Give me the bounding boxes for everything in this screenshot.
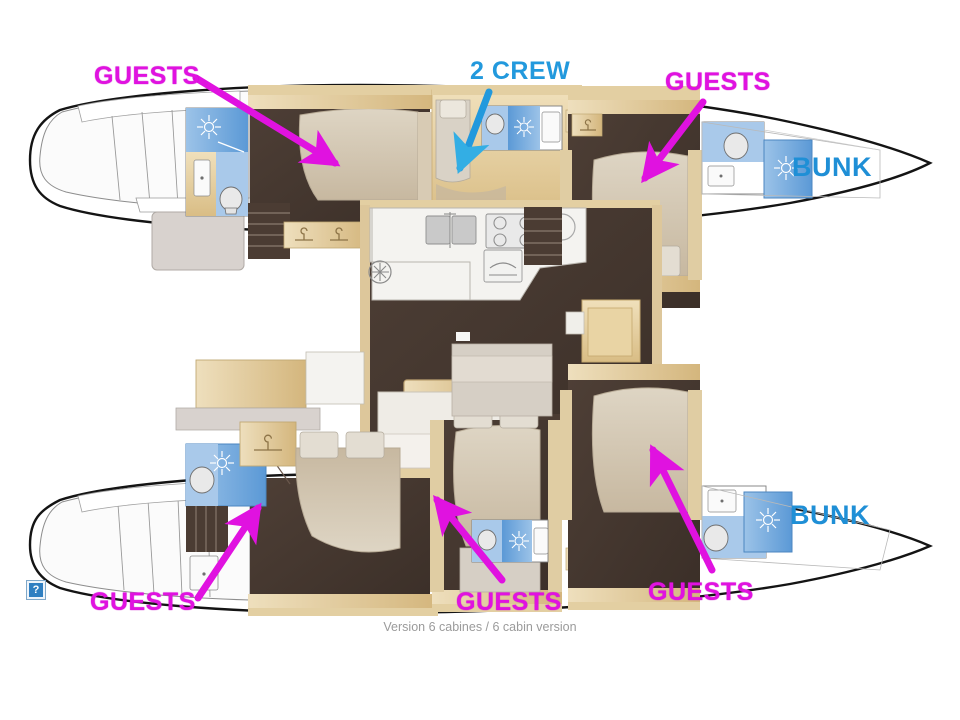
aft-center-head bbox=[471, 519, 549, 563]
aft-port-cabinet bbox=[195, 359, 307, 409]
forward-starboard-head bbox=[701, 121, 765, 195]
toilet-icon bbox=[723, 132, 749, 160]
hanger-icon bbox=[254, 434, 282, 451]
shower-head-icon bbox=[756, 508, 780, 532]
toilet-icon bbox=[485, 113, 505, 135]
annotation-label-guests-aft-stbd: GUESTS bbox=[648, 578, 754, 606]
annotation-arrow-guests-aft-center bbox=[432, 495, 506, 584]
crew-sink bbox=[541, 111, 561, 143]
toilet-icon bbox=[219, 186, 243, 212]
annotation-label-guests-aft-port: GUESTS bbox=[90, 588, 196, 616]
starboard-bunk-cabin bbox=[701, 121, 881, 199]
aft-starboard-cabin bbox=[560, 364, 891, 610]
forward-center-head bbox=[481, 105, 563, 151]
aft-port-head bbox=[185, 443, 291, 507]
pillow bbox=[345, 431, 385, 459]
annotation-label-guests-fwd-stbd: GUESTS bbox=[665, 68, 771, 96]
port-bunk bbox=[743, 491, 793, 553]
annotation-arrow-crew-center bbox=[453, 88, 493, 174]
help-icon: ? bbox=[29, 583, 43, 597]
crew-pillow bbox=[439, 99, 467, 119]
annotation-arrow-guests-fwd-port bbox=[192, 74, 341, 167]
port-bunk-cabin bbox=[743, 491, 793, 553]
sink bbox=[533, 527, 549, 555]
shower-head-icon bbox=[514, 117, 534, 137]
annotation-label-guests-aft-center: GUESTS bbox=[456, 588, 562, 616]
nav-seat bbox=[565, 311, 585, 335]
hanger-icon bbox=[295, 227, 348, 241]
galley-fridge bbox=[368, 260, 392, 284]
help-button[interactable]: ? bbox=[26, 580, 46, 600]
saloon-floor-marker bbox=[456, 332, 470, 341]
shower-head-icon bbox=[197, 115, 221, 139]
fwd-stbd-wall2 bbox=[688, 150, 702, 280]
port-hull-interior bbox=[39, 85, 434, 271]
shower-head-icon bbox=[774, 156, 798, 180]
galley-oven bbox=[483, 249, 523, 283]
annotation-arrow-layer bbox=[192, 74, 716, 602]
starboard-stairs bbox=[186, 506, 228, 552]
hanger-icon bbox=[580, 119, 596, 131]
starboard-bunk bbox=[763, 139, 813, 199]
annotation-arrow-guests-aft-stbd bbox=[649, 444, 716, 574]
aft-port-bed bbox=[295, 447, 401, 553]
annotation-label-bunk-stbd: BUNK bbox=[792, 152, 872, 182]
galley-sink bbox=[425, 212, 477, 248]
shower-head-icon bbox=[509, 531, 529, 551]
shower-pan bbox=[186, 108, 248, 152]
forward-port-head bbox=[185, 107, 249, 217]
annotation-label-guests-fwd-port: GUESTS bbox=[94, 62, 200, 90]
crew-shower bbox=[508, 106, 540, 150]
toilet-icon bbox=[703, 524, 729, 552]
annotation-arrow-guests-fwd-stbd bbox=[641, 98, 707, 184]
shower-head-icon bbox=[210, 451, 234, 475]
toilet-icon bbox=[477, 529, 497, 551]
stairs-fwd-right bbox=[524, 207, 562, 265]
shower-door bbox=[217, 141, 245, 153]
starboard-aft-bulkhead bbox=[248, 594, 438, 610]
port-deck-edge bbox=[248, 85, 434, 95]
starboard-hull-interior bbox=[39, 351, 438, 616]
port-headboard bbox=[418, 112, 432, 200]
plan-caption: Version 6 cabines / 6 cabin version bbox=[383, 620, 577, 634]
annotation-label-bunk-port: BUNK bbox=[790, 500, 870, 530]
port-stairs bbox=[248, 203, 290, 259]
toilet-icon bbox=[189, 466, 215, 494]
sink-drain bbox=[200, 176, 204, 180]
annotation-label-crew-center: 2 CREW bbox=[470, 57, 571, 85]
annotation-arrow-guests-aft-port bbox=[194, 502, 262, 602]
pillow bbox=[299, 431, 339, 459]
port-aft-locker bbox=[151, 211, 245, 271]
port-fwd-bulkhead bbox=[248, 93, 434, 109]
port-hanging-locker bbox=[283, 221, 371, 249]
